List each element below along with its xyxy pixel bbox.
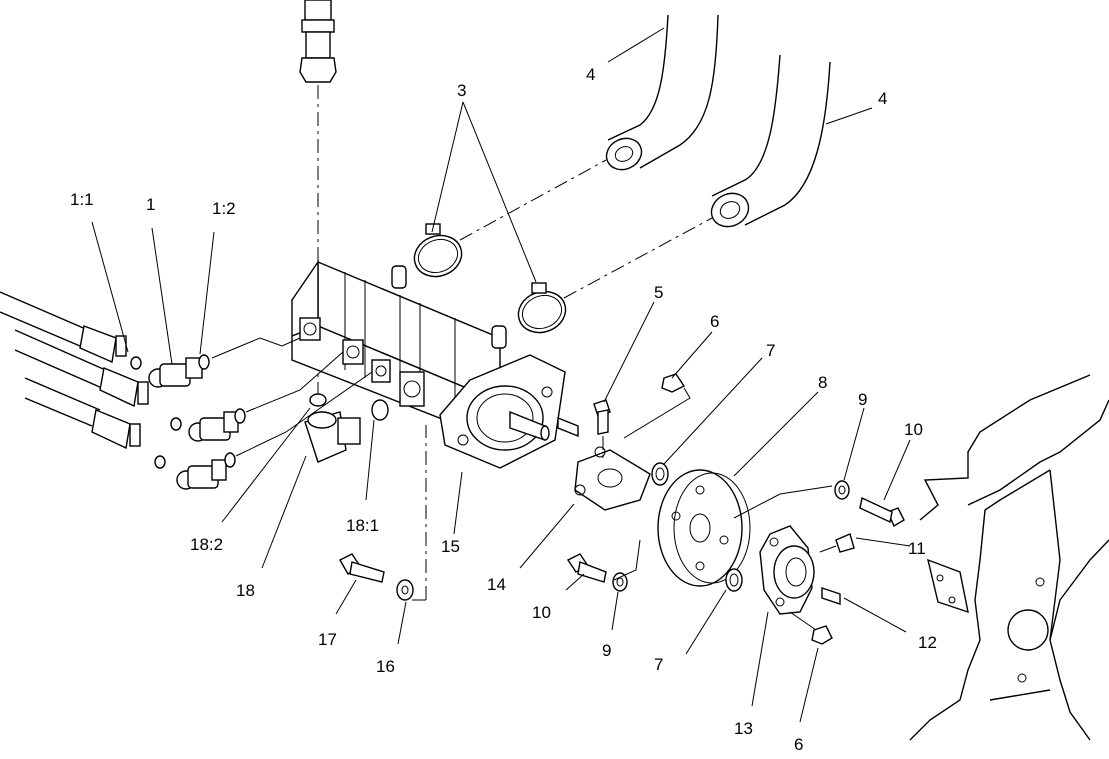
bolt-5 [593,399,611,435]
bolt-10-lower [566,553,607,583]
washer-9-upper [834,480,850,500]
washer-9-lower [612,572,628,592]
bolt-17 [339,553,385,583]
hub-13 [759,525,815,615]
bracket-14 [574,446,651,511]
callout-1-2: 1:2 [212,199,236,218]
screw-11 [819,533,855,553]
callout-6-lower: 6 [794,735,803,754]
callout-4-lower: 4 [878,89,887,108]
callout-18-1: 18:1 [346,516,379,535]
key-12 [821,587,841,605]
o-rings-left [130,354,327,469]
spacer-7-upper [651,462,669,486]
callout-15: 15 [441,537,460,556]
elbow-18 [304,399,389,463]
callout-10-lower: 10 [532,603,551,622]
callout-4-upper: 4 [586,65,595,84]
callout-3: 3 [457,81,466,100]
callout-17: 17 [318,630,337,649]
callout-16: 16 [376,657,395,676]
hose-clamp-lower [517,282,567,334]
hose-clamp-upper [413,223,463,278]
callout-9-upper: 9 [858,390,867,409]
hose-upper [605,14,719,171]
callout-12: 12 [918,633,937,652]
coupling-disc-8 [657,469,751,587]
left-hoses [0,291,149,450]
callout-7-upper: 7 [766,341,775,360]
callout-10-upper: 10 [904,420,923,439]
bolt-10-upper [859,496,905,528]
callout-11: 11 [908,539,926,558]
callout-5: 5 [654,283,663,302]
callout-18-2: 18:2 [190,535,223,554]
spacer-7-lower [725,568,743,592]
callout-9-lower: 9 [602,641,611,660]
leader-lines [91,27,911,723]
callout-13: 13 [734,719,753,738]
elbow-fittings [148,357,239,490]
callout-18: 18 [236,581,255,600]
nut-6-upper [661,373,686,393]
nut-6-lower [811,625,833,645]
callout-8: 8 [818,373,827,392]
washer-16 [396,579,414,601]
top-hose-fitting [299,0,337,83]
callout-6-upper: 6 [710,312,719,331]
callout-7-lower: 7 [654,655,663,674]
hose-lower [710,54,831,228]
callout-1: 1 [146,195,155,214]
callout-labels: 1:1 1 1:2 3 4 4 5 6 7 8 9 10 11 12 13 6 … [70,65,937,754]
callout-14: 14 [487,575,506,594]
callout-1-1: 1:1 [70,190,94,209]
machine-frame [909,374,1109,741]
key-shaft [557,416,579,438]
gear-pump [291,259,566,469]
